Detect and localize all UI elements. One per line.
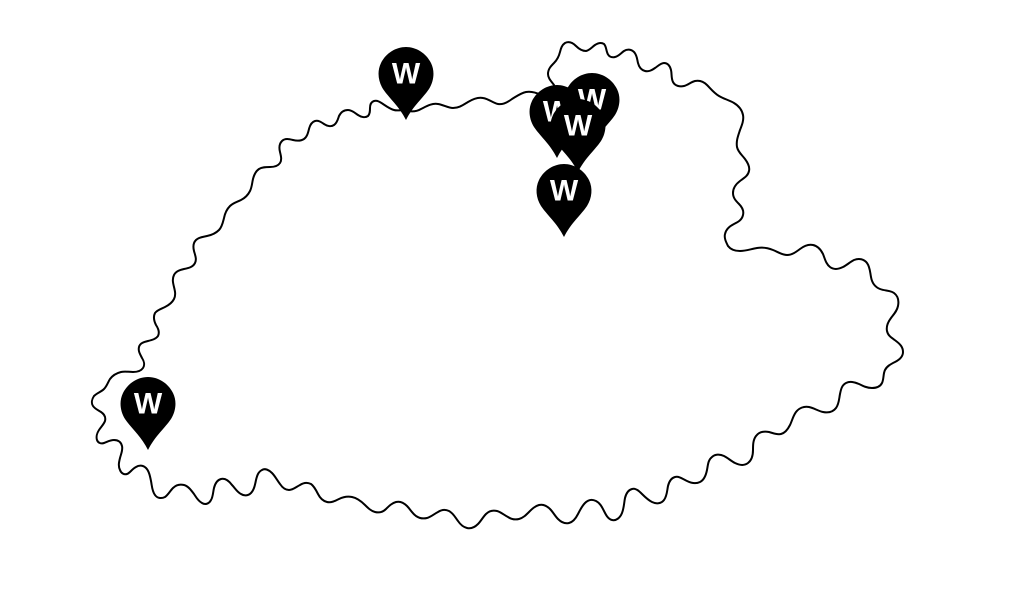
- map-marker-1[interactable]: W: [377, 46, 435, 120]
- map-marker-label: W: [392, 58, 421, 91]
- map-pin-icon: [120, 377, 176, 450]
- switzerland-border-path: [90, 41, 904, 530]
- map-marker-label: W: [564, 110, 593, 143]
- map-marker-label: W: [134, 388, 163, 421]
- map-marker-label: W: [550, 175, 579, 208]
- map-pin-icon: [536, 164, 592, 237]
- map-marker-4[interactable]: W: [549, 98, 607, 172]
- map-marker-6[interactable]: W: [119, 376, 177, 450]
- map-pin-icon: [378, 47, 434, 120]
- map-marker-5[interactable]: W: [535, 163, 593, 237]
- map-pin-icon: [550, 99, 606, 172]
